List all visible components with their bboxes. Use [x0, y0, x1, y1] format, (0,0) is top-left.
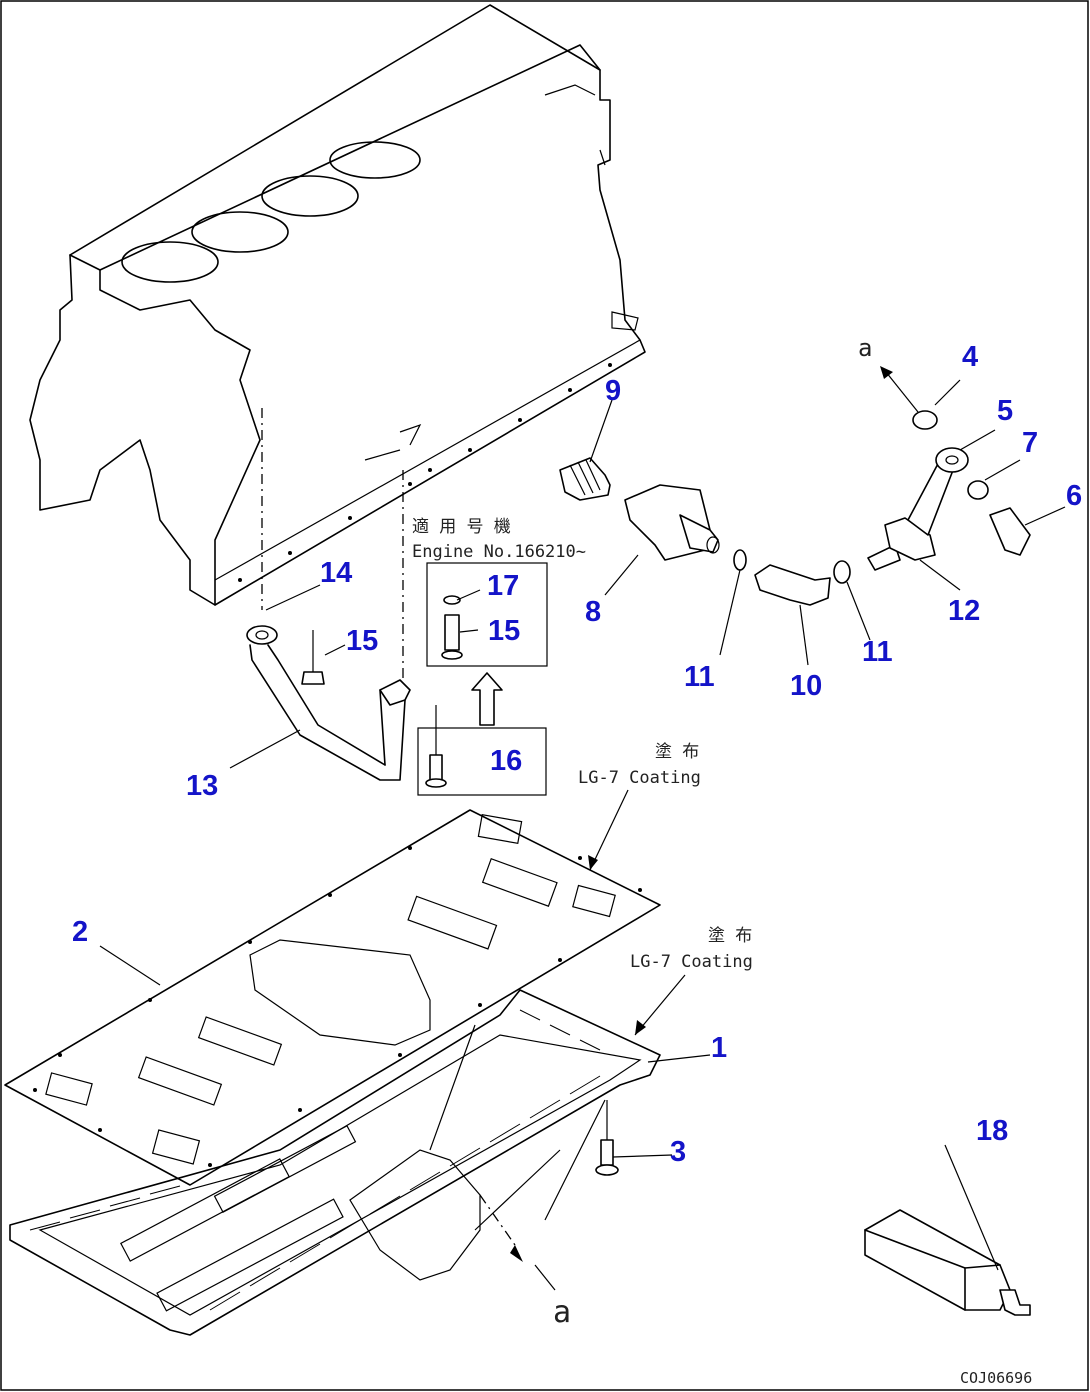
bolt-3: [595, 1100, 619, 1176]
clamp-11-right: [833, 560, 851, 584]
label-15-left: 15: [346, 625, 378, 657]
label-18: 18: [976, 1115, 1008, 1147]
tool-18: [864, 1209, 1031, 1316]
label-12: 12: [948, 595, 980, 627]
bottom-a-line: [479, 1194, 516, 1246]
flange-8: [624, 484, 720, 561]
engine-block: [29, 4, 646, 606]
leader-lines: [99, 379, 1066, 1291]
note-coating-1: LG-7 Coating: [578, 768, 701, 788]
bolt-15-left: [301, 630, 325, 685]
bolt-6: [989, 507, 1031, 556]
label-4: 4: [962, 341, 978, 373]
drawing-code: COJ06696: [960, 1369, 1032, 1387]
upgrade-arrow: [471, 672, 503, 726]
note-coating-jp-2: 塗 布: [708, 925, 752, 946]
inset-bolt-16: [417, 705, 547, 796]
pipe-12: [867, 459, 956, 571]
label-8: 8: [585, 596, 601, 628]
eye-joint-5: [935, 447, 969, 473]
arrow-to-a: [880, 366, 919, 413]
hose-10: [754, 564, 831, 606]
label-11-left: 11: [684, 661, 715, 693]
label-11-right: 11: [862, 636, 893, 668]
label-7: 7: [1022, 427, 1038, 459]
clamp-11-left: [733, 549, 747, 571]
ref-a-bottom: a: [553, 1295, 571, 1330]
note-applicable-jp: 適 用 号 機: [412, 517, 511, 537]
gasket-4: [912, 410, 938, 430]
tube-13: [246, 625, 411, 781]
inset-engine-no: [426, 562, 548, 667]
label-16: 16: [490, 745, 522, 777]
gasket-7: [967, 480, 989, 500]
gasket-2: [4, 809, 661, 1186]
label-5: 5: [997, 395, 1013, 427]
ref-a-top: a: [858, 334, 872, 362]
label-17: 17: [487, 570, 519, 602]
label-9: 9: [605, 375, 621, 407]
label-15-inset: 15: [488, 615, 520, 647]
breather-9: [559, 457, 611, 501]
note-coating-jp-1: 塗 布: [655, 741, 699, 762]
note-engine-no: Engine No.166210~: [412, 542, 586, 562]
label-6: 6: [1066, 480, 1082, 512]
label-14: 14: [320, 557, 352, 589]
label-13: 13: [186, 770, 218, 802]
label-1: 1: [711, 1032, 727, 1064]
oil-pan-1: [9, 989, 661, 1336]
label-3: 3: [670, 1136, 686, 1168]
label-10: 10: [790, 670, 822, 702]
label-2: 2: [72, 916, 88, 948]
part-labels: 1 2 3 4 5 6 7 8 9 10 11 11 12 13 14 15 1…: [72, 341, 1082, 1168]
note-coating-2: LG-7 Coating: [630, 952, 753, 972]
